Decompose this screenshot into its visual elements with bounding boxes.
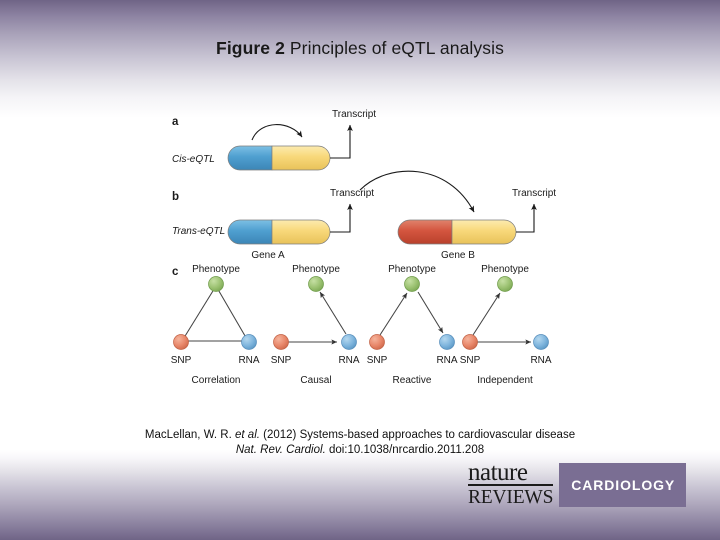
svg-text:Independent: Independent — [477, 375, 533, 386]
citation-journal: Nat. Rev. Cardiol. — [235, 444, 326, 456]
citation: MacLellan, W. R. et al. (2012) Systems-b… — [0, 428, 720, 458]
svg-text:Causal: Causal — [300, 375, 331, 386]
citation-line-1: MacLellan, W. R. et al. (2012) Systems-b… — [145, 429, 575, 441]
citation-title: (2012) Systems-based approaches to cardi… — [259, 429, 576, 441]
svg-text:RNA: RNA — [530, 355, 551, 366]
svg-text:Phenotype: Phenotype — [388, 264, 436, 275]
svg-text:RNA: RNA — [238, 355, 259, 366]
svg-text:Gene B: Gene B — [441, 250, 475, 261]
svg-text:Phenotype: Phenotype — [292, 264, 340, 275]
logo-reviews-text: REVIEWS — [468, 487, 554, 508]
nature-reviews-logo: nature REVIEWS CARDIOLOGY — [468, 460, 687, 508]
citation-doi: doi:10.1038/nrcardio.2011.208 — [325, 444, 485, 456]
page-title-figure-number: Figure 2 — [216, 38, 285, 58]
svg-text:Phenotype: Phenotype — [481, 264, 529, 275]
page-title-subject: Principles of eQTL analysis — [289, 38, 504, 58]
svg-text:Phenotype: Phenotype — [192, 264, 240, 275]
logo-journal-badge: CARDIOLOGY — [559, 463, 687, 507]
svg-text:Gene A: Gene A — [251, 250, 285, 261]
svg-text:Transcript: Transcript — [330, 188, 374, 199]
logo-journal-text: CARDIOLOGY — [571, 477, 676, 493]
svg-text:SNP: SNP — [367, 355, 388, 366]
citation-authors: MacLellan, W. R. — [144, 429, 236, 441]
svg-text:Correlation: Correlation — [192, 375, 241, 386]
svg-text:RNA: RNA — [338, 355, 359, 366]
svg-text:Transcript: Transcript — [332, 109, 376, 120]
svg-text:c: c — [172, 266, 179, 278]
citation-etal: et al. — [235, 429, 260, 441]
svg-text:Transcript: Transcript — [512, 188, 556, 199]
citation-line-2: Nat. Rev. Cardiol. doi:10.1038/nrcardio.… — [0, 443, 720, 458]
svg-text:Trans-eQTL: Trans-eQTL — [172, 226, 225, 237]
svg-text:SNP: SNP — [460, 355, 481, 366]
figure-image: a Cis-eQTL Transcript b Trans-eQTL Gene … — [160, 100, 560, 390]
svg-text:Reactive: Reactive — [393, 375, 432, 386]
svg-text:a: a — [172, 116, 179, 128]
svg-text:Cis-eQTL: Cis-eQTL — [172, 154, 215, 165]
svg-text:b: b — [172, 191, 179, 203]
svg-text:SNP: SNP — [271, 355, 292, 366]
logo-nature-text: nature — [468, 460, 554, 486]
logo-wordmark: nature REVIEWS — [468, 460, 556, 508]
svg-text:RNA: RNA — [436, 355, 457, 366]
page-title: Figure 2 Principles of eQTL analysis — [0, 38, 720, 59]
svg-text:SNP: SNP — [171, 355, 192, 366]
